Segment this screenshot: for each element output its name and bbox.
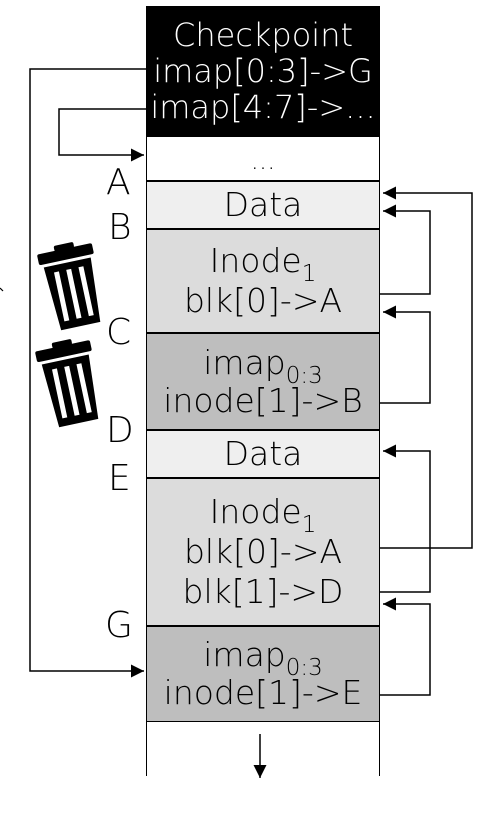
trash-can-icon bbox=[37, 242, 101, 331]
data-d-label: Data bbox=[223, 434, 303, 473]
arrow-inode-e-to-a bbox=[380, 186, 473, 549]
imap-g-pointer: inode[1]->E bbox=[163, 673, 363, 712]
trash-can-icon bbox=[35, 339, 99, 428]
inode-b-pointer-0: blk[0]->A bbox=[183, 281, 343, 320]
address-label-g: G bbox=[105, 605, 133, 646]
arrow-checkpoint-to-ellipsis bbox=[58, 108, 146, 162]
arrow-imap-g-to-e bbox=[380, 597, 431, 696]
address-label-a: A bbox=[106, 162, 131, 203]
data-a-label: Data bbox=[223, 185, 303, 224]
inode-block-e: Inode1 blk[0]->A blk[1]->D bbox=[146, 478, 380, 626]
data-block-d: Data bbox=[146, 430, 380, 478]
imap-g-title: imap0:3 bbox=[203, 635, 323, 681]
address-label-c: C bbox=[106, 312, 132, 353]
imap-c-title: imap0:3 bbox=[203, 342, 323, 389]
imap-block-g: imap0:3 inode[1]->E bbox=[146, 626, 380, 722]
address-label-b: B bbox=[108, 207, 132, 248]
inode-e-pointer-1: blk[1]->D bbox=[182, 572, 344, 611]
address-label-d: D bbox=[106, 410, 134, 451]
checkpoint-imap-4-7: imap[4:7]->... bbox=[150, 88, 376, 126]
checkpoint-block: Checkpoint imap[0:3]->G imap[4:7]->... bbox=[146, 6, 380, 136]
data-block-a: Data bbox=[146, 181, 380, 229]
ellipsis-text: ... bbox=[250, 146, 276, 176]
checkpoint-imap-0-3: imap[0:3]->G bbox=[153, 52, 373, 90]
inode-e-pointer-0: blk[0]->A bbox=[183, 532, 343, 571]
arrow-inode-e-to-d bbox=[380, 444, 431, 593]
checkpoint-title: Checkpoint bbox=[172, 16, 354, 54]
arrow-inode-b-to-a bbox=[380, 204, 431, 295]
log-tail bbox=[146, 722, 380, 776]
arrow-imap-c-to-b bbox=[380, 305, 431, 404]
inode-b-title: Inode1 bbox=[209, 241, 317, 287]
ellipsis-block: ... bbox=[146, 136, 380, 181]
address-label-e: E bbox=[108, 458, 131, 499]
inode-block-b: Inode1 blk[0]->A bbox=[146, 229, 380, 333]
imap-c-pointer: inode[1]->B bbox=[163, 380, 363, 420]
arrow-checkpoint-to-g bbox=[29, 68, 146, 678]
imap-block-c: imap0:3 inode[1]->B bbox=[146, 333, 380, 430]
inode-e-title: Inode1 bbox=[209, 492, 317, 538]
